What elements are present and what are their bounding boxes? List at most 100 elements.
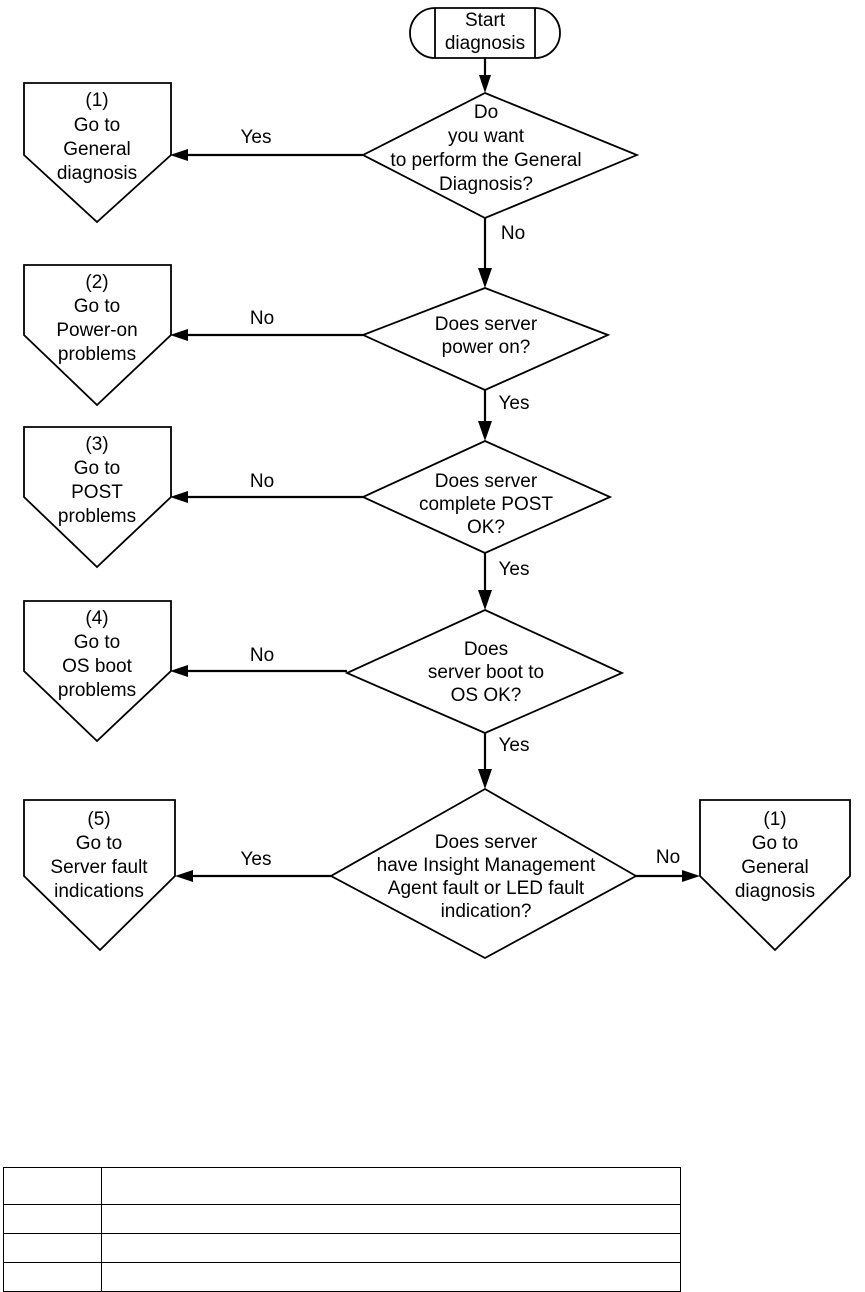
arrowhead-icon [478,769,492,789]
table-cell[interactable] [101,1233,681,1263]
node-decision-general-diagnosis[interactable]: Do you want to perform the General Diagn… [361,92,640,219]
node-start-diagnosis[interactable]: Start diagnosis [409,7,561,59]
edge-label-d3-yes: Yes [499,559,530,580]
c5-line-1: (5) [87,809,110,830]
table-row [3,1204,681,1234]
table-cell[interactable] [3,1167,102,1205]
edge-d4-yes-to-d5: Yes [478,733,530,789]
node-connector-5-server-fault-indications[interactable]: (5) Go to Server fault indications [23,799,176,952]
arrowhead-icon [478,421,492,441]
d1-line-1: Do [474,102,498,123]
c3-line-4: problems [58,506,136,527]
c6-line-3: General [741,857,809,878]
c5-line-2: Go to [76,833,122,854]
c4-line-1: (4) [85,608,108,629]
c1-line-2: Go to [74,115,120,136]
arrowhead-icon [170,491,188,503]
edge-d2-yes-to-d3: Yes [478,390,530,441]
c2-line-1: (2) [85,272,108,293]
edge-label-d2-no: No [250,308,274,329]
c2-line-4: problems [58,344,136,365]
c5-line-3: Server fault [50,857,148,878]
d3-line-1: Does server [435,471,538,492]
c1-line-4: diagnosis [57,163,137,184]
arrowhead-icon [478,590,492,610]
edge-d5-yes-to-c5: Yes [175,849,331,882]
arrowhead-icon [170,149,188,161]
d3-line-2: complete POST [419,494,553,515]
node-decision-fault-indication[interactable]: Does server have Insight Management Agen… [329,787,638,960]
arrowhead-icon [175,870,193,882]
c3-line-2: Go to [74,458,120,479]
edge-label-d5-no: No [656,847,680,868]
c4-line-3: OS boot [62,656,132,677]
start-label-line2: diagnosis [445,33,525,54]
table-cell[interactable] [101,1204,681,1234]
edge-d1-yes-to-c1: Yes [170,127,363,161]
arrowhead-icon [479,75,491,93]
node-decision-post-complete[interactable]: Does server complete POST OK? [360,440,613,554]
edge-d5-no-to-c6: No [636,847,700,882]
d4-line-3: OS OK? [451,685,522,706]
offpage-connector-shape [23,264,172,407]
start-label-line1: Start [465,10,506,31]
edge-label-d4-no: No [250,645,274,666]
offpage-connector-shape [23,82,172,224]
offpage-connector-shape [23,600,172,743]
node-connector-2-power-on-problems[interactable]: (2) Go to Power-on problems [23,264,172,407]
c2-line-3: Power-on [56,320,137,341]
node-connector-3-post-problems[interactable]: (3) Go to POST problems [23,426,172,569]
edge-label-d5-yes: Yes [241,849,272,870]
table-cell[interactable] [3,1262,102,1292]
edge-label-d2-yes: Yes [499,393,530,414]
table-row [3,1262,681,1292]
table-row [3,1167,681,1205]
edge-d2-no-to-c2: No [170,308,363,341]
table-cell[interactable] [3,1204,102,1234]
c5-line-4: indications [54,881,144,902]
edge-label-d1-yes: Yes [241,127,272,148]
table-cell[interactable] [3,1233,102,1263]
node-connector-6-general-diagnosis[interactable]: (1) Go to General diagnosis [699,799,851,952]
c3-line-3: POST [71,482,123,503]
d5-line-4: indication? [441,901,532,922]
d5-line-2: have Insight Management [377,855,596,876]
d4-line-1: Does [464,639,508,660]
c3-line-1: (3) [85,434,108,455]
arrowhead-icon [478,268,492,288]
c6-line-4: diagnosis [735,881,815,902]
d5-line-1: Does server [435,832,538,853]
node-connector-1-general-diagnosis[interactable]: (1) Go to General diagnosis [23,82,172,224]
edge-d1-no-to-d2: No [478,218,525,288]
c4-line-2: Go to [74,632,120,653]
table-row [3,1233,681,1263]
node-connector-4-os-boot-problems[interactable]: (4) Go to OS boot problems [23,600,172,743]
table-cell[interactable] [101,1167,681,1205]
diamond-shape [329,787,638,960]
offpage-connector-shape [699,799,851,952]
edge-d3-no-to-c3: No [170,471,363,503]
c1-line-3: General [63,139,131,160]
d5-line-3: Agent fault or LED fault [388,878,585,899]
table-body [3,1167,681,1292]
edge-d3-yes-to-d4: Yes [478,553,530,610]
c1-line-1: (1) [85,90,108,111]
d4-line-2: server boot to [428,662,544,683]
node-decision-power-on[interactable]: Does server power on? [360,287,611,391]
edge-label-d4-yes: Yes [499,735,530,756]
edge-start-to-d1 [479,58,491,93]
arrowhead-icon [682,870,700,882]
table-cell[interactable] [101,1262,681,1292]
offpage-connector-shape [23,426,172,569]
arrowhead-icon [170,665,188,677]
d2-line-1: Does server [435,314,538,335]
c4-line-4: problems [58,680,136,701]
d1-line-4: Diagnosis? [439,174,533,195]
edge-label-d1-no: No [501,223,525,244]
c6-line-1: (1) [763,809,786,830]
d2-line-2: power on? [442,337,531,358]
c6-line-2: Go to [752,833,798,854]
node-decision-os-boot[interactable]: Does server boot to OS OK? [344,609,625,734]
